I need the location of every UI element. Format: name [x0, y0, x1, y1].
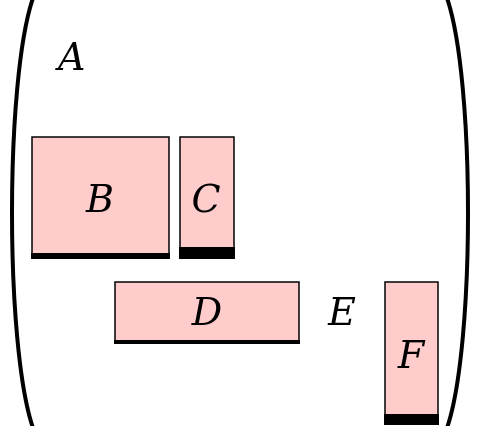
block-b-rect [31, 136, 170, 256]
block-f-bar [384, 414, 439, 425]
label-a: A [55, 35, 85, 79]
label-f: F [397, 333, 426, 377]
block-b-bar [31, 253, 170, 259]
label-b: B [85, 177, 114, 221]
block-f: F [384, 281, 439, 425]
label-c: C [191, 177, 220, 221]
block-f-rect [384, 281, 439, 423]
block-b: B [31, 136, 170, 259]
block-d-rect [114, 281, 300, 342]
label-d: D [191, 290, 222, 334]
right-parenthesis [445, 0, 470, 426]
block-c: C [179, 136, 235, 259]
left-parenthesis [10, 0, 35, 426]
block-c-rect [179, 136, 235, 256]
block-d-bar [114, 340, 300, 344]
label-e: E [327, 290, 356, 334]
block-c-bar [179, 247, 235, 259]
block-d: D [114, 281, 300, 344]
